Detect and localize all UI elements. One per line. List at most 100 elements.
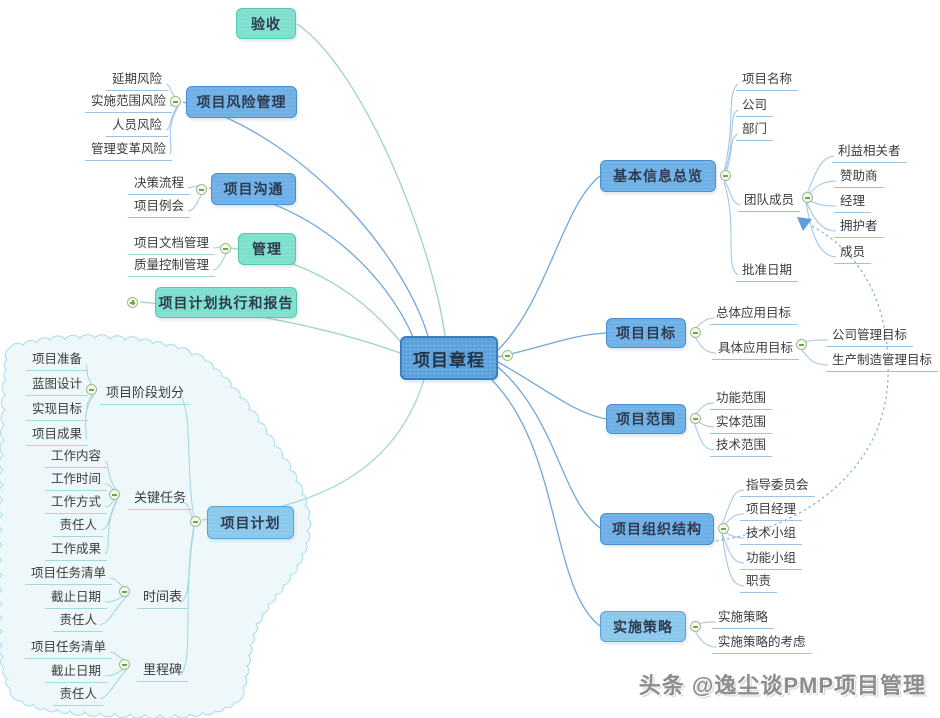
leaf-task-result[interactable]: 工作成果	[44, 536, 107, 561]
expand-icon[interactable]	[127, 297, 138, 308]
collapse-icon[interactable]	[720, 170, 731, 181]
leaf-phase-result[interactable]: 项目成果	[25, 421, 88, 446]
leaf-scope-tech[interactable]: 技术范围	[710, 432, 773, 457]
collapse-icon[interactable]	[802, 192, 813, 203]
leaf-task-method[interactable]: 工作方式	[44, 489, 107, 514]
leaf-org-tech-team[interactable]: 技术小组	[740, 520, 803, 545]
leaf-risk-staff[interactable]: 人员风险	[105, 112, 168, 137]
leaf-sched-due[interactable]: 截止日期	[44, 584, 107, 609]
leaf-team-member[interactable]: 成员	[834, 239, 872, 264]
branch-connector	[85, 394, 95, 440]
branch-connector	[181, 397, 195, 519]
collapse-icon[interactable]	[220, 243, 231, 254]
branch-connector	[723, 181, 739, 276]
branch-connector	[723, 109, 739, 175]
leaf-sched-owner[interactable]: 责任人	[53, 607, 103, 632]
branch-connector	[723, 83, 739, 173]
leaf-mile-due[interactable]: 截止日期	[44, 658, 107, 683]
branch-connector	[296, 23, 446, 337]
watermark: 头条 @逸尘谈PMP项目管理	[638, 673, 926, 698]
collapse-icon[interactable]	[119, 586, 130, 597]
leaf-task-time[interactable]: 工作时间	[44, 466, 107, 491]
leaf-info-name[interactable]: 项目名称	[736, 66, 799, 91]
leaf-goal-overall[interactable]: 总体应用目标	[710, 300, 798, 325]
collapse-icon[interactable]	[690, 327, 701, 338]
leaf-org-duty[interactable]: 职责	[740, 568, 778, 593]
leaf-scope-entity[interactable]: 实体范围	[710, 409, 773, 434]
collapse-icon[interactable]	[170, 96, 181, 107]
node-project-plan[interactable]: 项目计划	[207, 506, 294, 539]
leaf-org-func-team[interactable]: 功能小组	[740, 545, 803, 570]
leaf-sched-list[interactable]: 项目任务清单	[24, 560, 112, 585]
node-org-structure[interactable]: 项目组织结构	[600, 513, 714, 545]
leaf-mile-owner[interactable]: 责任人	[53, 681, 103, 706]
node-plan-exec-report[interactable]: 项目计划执行和报告	[155, 287, 297, 318]
leaf-plan-phase[interactable]: 项目阶段划分	[100, 380, 191, 405]
leaf-mile-list[interactable]: 项目任务清单	[24, 634, 112, 659]
leaf-info-team[interactable]: 团队成员	[738, 187, 801, 212]
branch-connector	[104, 460, 118, 492]
collapse-icon[interactable]	[690, 413, 701, 424]
leaf-org-pm[interactable]: 项目经理	[740, 496, 803, 521]
leaf-team-stakeholder[interactable]: 利益相关者	[832, 138, 907, 163]
collapse-icon[interactable]	[796, 339, 807, 350]
leaf-strategy-consid[interactable]: 实施策略的考虑	[712, 629, 812, 654]
node-risk-management[interactable]: 项目风险管理	[186, 86, 297, 118]
branch-connector	[99, 595, 128, 626]
branch-connector	[693, 335, 717, 354]
leaf-goal-company[interactable]: 公司管理目标	[826, 322, 914, 347]
leaf-mgmt-quality[interactable]: 质量控制管理	[127, 252, 215, 277]
leaf-team-champion[interactable]: 拥护者	[834, 213, 884, 238]
leaf-task-owner[interactable]: 责任人	[53, 512, 103, 537]
collapse-icon[interactable]	[119, 659, 130, 670]
leaf-phase-goal[interactable]: 实现目标	[25, 396, 88, 421]
branch-connector	[182, 101, 429, 337]
leaf-info-approval[interactable]: 批准日期	[736, 257, 799, 282]
leaf-risk-change[interactable]: 管理变革风险	[84, 136, 172, 161]
leaf-info-dept[interactable]: 部门	[736, 116, 774, 141]
leaf-risk-scope[interactable]: 实施范围风险	[84, 88, 172, 113]
leaf-task-content[interactable]: 工作内容	[44, 443, 107, 468]
leaf-plan-schedule[interactable]: 时间表	[137, 584, 189, 609]
leaf-goal-specific[interactable]: 具体应用目标	[712, 335, 800, 360]
leaf-team-manager[interactable]: 经理	[834, 188, 872, 213]
branch-connector	[805, 201, 837, 258]
node-acceptance[interactable]: 验收	[236, 8, 296, 39]
collapse-icon[interactable]	[718, 523, 729, 534]
leaf-team-sponsor[interactable]: 赞助商	[834, 163, 884, 188]
leaf-plan-keytasks[interactable]: 关键任务	[128, 485, 193, 510]
leaf-strategy-impl[interactable]: 实施策略	[712, 604, 775, 629]
collapse-icon[interactable]	[196, 184, 207, 195]
branch-connector	[721, 532, 745, 564]
collapse-icon[interactable]	[86, 384, 97, 395]
leaf-plan-milestone[interactable]: 里程碑	[137, 657, 189, 682]
leaf-info-company[interactable]: 公司	[736, 92, 774, 117]
collapse-icon[interactable]	[690, 621, 701, 632]
leaf-scope-function[interactable]: 功能范围	[710, 385, 773, 410]
leaf-phase-prep[interactable]: 项目准备	[25, 346, 88, 371]
branch-connector	[180, 527, 195, 676]
leaf-phase-design[interactable]: 蓝图设计	[25, 371, 88, 396]
node-strategy[interactable]: 实施策略	[600, 611, 686, 642]
branch-connector	[99, 668, 128, 700]
node-scope[interactable]: 项目范围	[606, 404, 686, 434]
branch-connector	[165, 104, 179, 131]
leaf-comm-decision[interactable]: 决策流程	[127, 170, 190, 195]
branch-connector	[693, 421, 715, 451]
collapse-icon[interactable]	[109, 489, 120, 500]
node-basic-info[interactable]: 基本信息总览	[600, 160, 716, 192]
branch-connector	[104, 500, 118, 555]
leaf-org-committee[interactable]: 指导委员会	[740, 472, 815, 497]
node-management[interactable]: 管理	[238, 233, 296, 265]
collapse-icon[interactable]	[502, 350, 513, 361]
node-root[interactable]: 项目章程	[400, 336, 498, 380]
node-communication[interactable]: 项目沟通	[211, 173, 296, 205]
leaf-comm-meeting[interactable]: 项目例会	[127, 193, 190, 218]
leaf-risk-delay[interactable]: 延期风险	[105, 66, 168, 91]
leaf-mgmt-doc[interactable]: 项目文档管理	[127, 230, 215, 255]
branch-connector	[169, 106, 179, 155]
collapse-icon[interactable]	[190, 516, 201, 527]
branch-connector	[721, 533, 745, 587]
leaf-goal-production[interactable]: 生产制造管理目标	[826, 347, 939, 372]
node-goals[interactable]: 项目目标	[606, 318, 686, 348]
